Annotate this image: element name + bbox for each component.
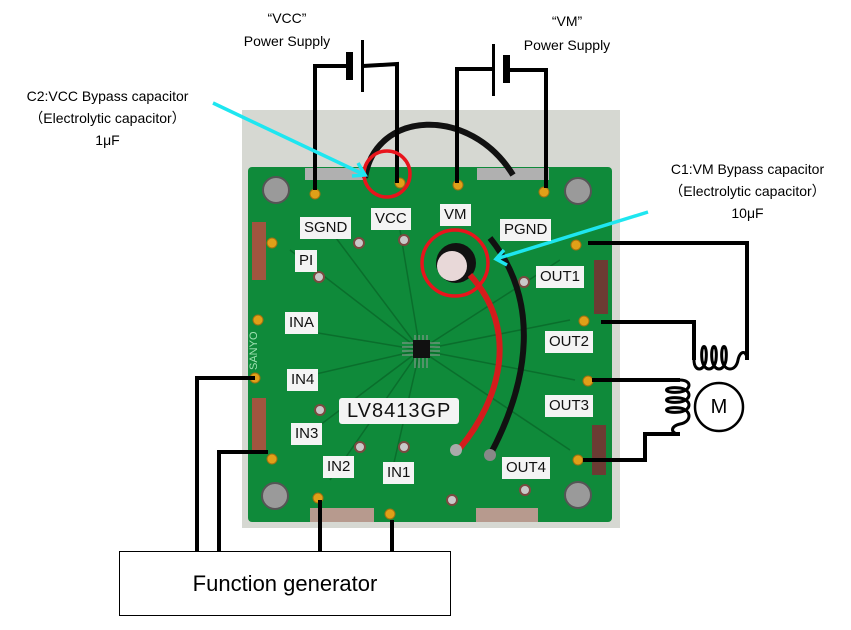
capacitor-c1 — [436, 243, 476, 283]
pin-label-in1: IN1 — [383, 462, 415, 484]
vcc-supply-title: “VCC” — [267, 10, 307, 26]
pin-label-out3: OUT3 — [545, 395, 594, 417]
c1-arrow-icon — [493, 210, 649, 267]
edge-pad — [252, 398, 266, 454]
c2-annotation-value: 1μF — [95, 132, 120, 148]
motor-label: M — [710, 396, 728, 418]
vm-supply-title: “VM” — [551, 13, 583, 29]
c1-highlight-circle — [420, 228, 490, 298]
battery-positive-plate — [361, 40, 364, 92]
vcc-supply-subtitle: Power Supply — [243, 33, 331, 49]
edge-pad — [592, 425, 606, 475]
sanyo-silkscreen: SANYO — [248, 331, 260, 370]
wire-terminal — [484, 449, 496, 461]
battery-negative-plate — [503, 55, 510, 83]
pin-label-vcc: VCC — [371, 208, 411, 230]
pin-label-pgnd: PGND — [500, 219, 552, 241]
edge-pad — [310, 508, 374, 522]
motor-icon — [693, 381, 745, 433]
black-wire — [487, 236, 527, 457]
edge-pad — [594, 260, 608, 314]
motor-wiring — [583, 241, 749, 462]
c2-arrow-icon — [212, 101, 368, 178]
battery-positive-plate — [492, 44, 495, 96]
vm-supply-subtitle: Power Supply — [523, 37, 611, 53]
pin-label-pi: PI — [295, 250, 318, 272]
mounting-screws — [261, 176, 592, 510]
edge-pad — [476, 508, 538, 522]
function-generator-box — [119, 551, 451, 616]
c1-annotation-value: 10μF — [731, 205, 764, 221]
pin-label-in3: IN3 — [291, 423, 323, 445]
vcc-supply-wiring — [313, 61, 399, 190]
chip-label: LV8413GP — [339, 398, 460, 424]
ic-chip — [402, 335, 440, 368]
edge-pad — [252, 222, 266, 280]
coil-icon — [692, 345, 749, 371]
function-generator-label: Function generator — [192, 571, 378, 596]
pin-label-in2: IN2 — [323, 456, 355, 478]
edge-pad — [305, 168, 365, 180]
c2-annotation-type: （Electrolytic capacitor） — [29, 110, 186, 126]
c2-annotation-title: C2:VCC Bypass capacitor — [26, 88, 189, 104]
pin-label-in4: IN4 — [287, 369, 319, 391]
pin-label-out1: OUT1 — [536, 266, 585, 288]
c1-annotation-title: C1:VM Bypass capacitor — [670, 161, 825, 177]
c2-highlight-circle — [362, 149, 412, 199]
battery-negative-plate — [346, 52, 353, 80]
pin-label-sgnd: SGND — [300, 217, 352, 239]
function-generator-wiring — [195, 376, 394, 551]
pin-label-out2: OUT2 — [545, 331, 594, 353]
red-wire — [457, 272, 503, 450]
pin-label-vm: VM — [440, 204, 471, 226]
coil-icon — [665, 378, 691, 436]
vias — [313, 234, 531, 506]
c1-annotation-type: （Electrolytic capacitor） — [669, 183, 826, 199]
pin-label-out4: OUT4 — [502, 457, 551, 479]
vm-supply-wiring — [455, 67, 548, 188]
wire-terminal — [450, 444, 462, 456]
pin-label-ina: INA — [285, 312, 319, 334]
